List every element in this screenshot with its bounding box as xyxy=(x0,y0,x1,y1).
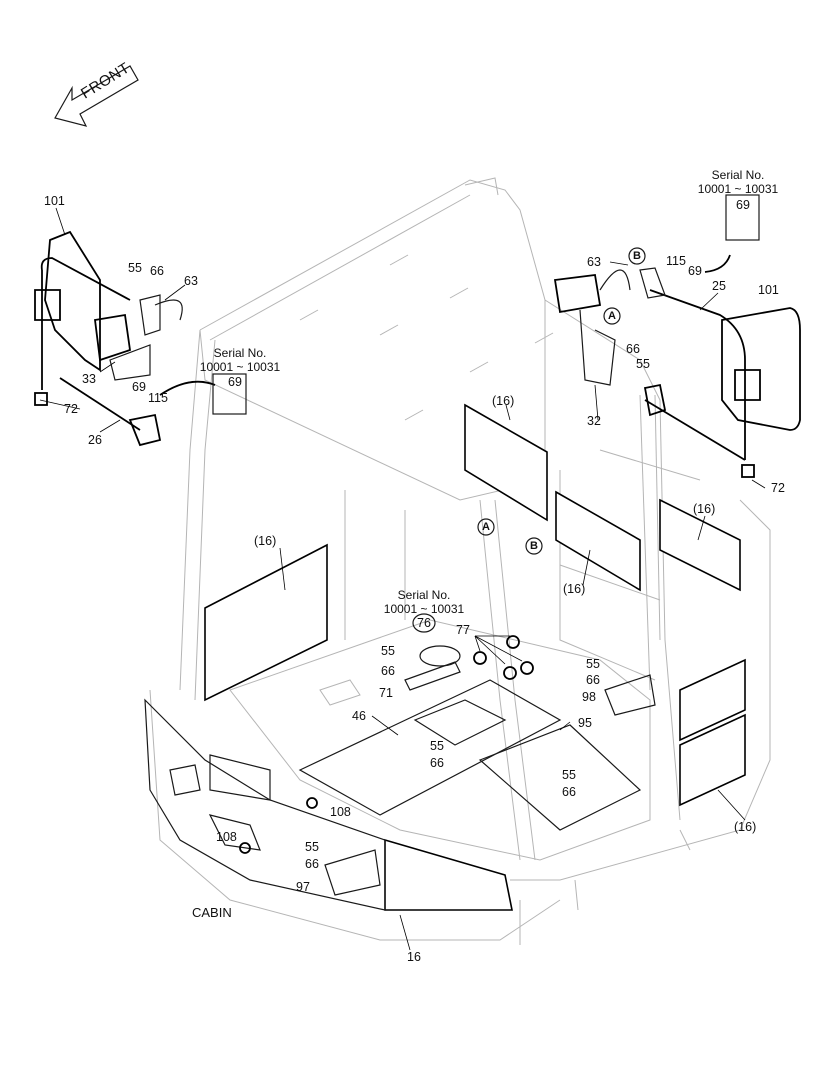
callout-46: 46 xyxy=(352,709,366,723)
callout-55: 55 xyxy=(128,261,142,275)
serial-range: 10001 ~ 10031 xyxy=(383,602,465,616)
callout-26: 26 xyxy=(88,433,102,447)
callout-leaders xyxy=(39,207,766,951)
cabin-roof-outline xyxy=(199,177,554,501)
right-mirror-assembly xyxy=(553,267,801,478)
callout-63: 63 xyxy=(587,255,601,269)
callout-69: 69 xyxy=(688,264,702,278)
callout-66: 66 xyxy=(305,857,319,871)
callout-101: 101 xyxy=(758,283,779,297)
callout-115: 115 xyxy=(148,391,168,405)
callout-55: 55 xyxy=(636,357,650,371)
callout-16-ref: (16) xyxy=(693,502,716,516)
callout-69: 69 xyxy=(132,380,146,394)
callout-98: 98 xyxy=(582,690,596,704)
glass-panels xyxy=(204,403,746,911)
callout-66: 66 xyxy=(381,664,395,678)
callout-55: 55 xyxy=(381,644,395,658)
callout-16-ref: (16) xyxy=(563,582,586,596)
callout-97: 97 xyxy=(296,880,310,894)
callout-66: 66 xyxy=(562,785,576,799)
marker-a: A xyxy=(608,310,616,322)
callout-55: 55 xyxy=(586,657,600,671)
callout-108: 108 xyxy=(216,830,237,844)
callout-16-ref: (16) xyxy=(254,534,277,548)
callout-55: 55 xyxy=(562,768,576,782)
left-mirror-assembly xyxy=(34,230,183,447)
callout-32: 32 xyxy=(587,414,601,428)
callout-72: 72 xyxy=(64,402,78,416)
callout-16-ref: (16) xyxy=(492,394,515,408)
callout-55: 55 xyxy=(430,739,444,753)
callout-108: 108 xyxy=(330,805,351,819)
floor-hardware xyxy=(239,635,534,854)
callout-66: 66 xyxy=(586,673,600,687)
floor-plates xyxy=(298,661,656,896)
callout-69-left-serial: 69 xyxy=(228,375,242,389)
callout-72: 72 xyxy=(771,481,785,495)
cabin-floor-outline xyxy=(229,619,651,861)
cabin-frame-outline xyxy=(149,299,771,945)
marker-a: A xyxy=(482,521,490,533)
serial-range: 10001 ~ 10031 xyxy=(199,360,281,374)
callout-71: 71 xyxy=(379,686,393,700)
callout-115: 115 xyxy=(666,254,686,268)
callout-66: 66 xyxy=(626,342,640,356)
view-markers xyxy=(412,247,646,633)
serial-note-left: Serial No. 10001 ~ 10031 xyxy=(200,346,280,374)
callout-69-right-serial: 69 xyxy=(736,198,750,212)
serial-title: Serial No. xyxy=(711,168,765,182)
serial-note-floor: Serial No. 10001 ~ 10031 xyxy=(384,588,464,616)
callout-16-ref: (16) xyxy=(734,820,757,834)
callout-95: 95 xyxy=(578,716,592,730)
callout-33: 33 xyxy=(82,372,96,386)
serial-title: Serial No. xyxy=(397,588,451,602)
serial-note-right: Serial No. 10001 ~ 10031 xyxy=(698,168,778,196)
front-lower-panel xyxy=(144,698,386,911)
serial-range: 10001 ~ 10031 xyxy=(697,182,779,196)
callout-55: 55 xyxy=(305,840,319,854)
callout-16: 16 xyxy=(407,950,421,964)
callout-101: 101 xyxy=(44,194,65,208)
callout-66: 66 xyxy=(430,756,444,770)
callout-66: 66 xyxy=(150,264,164,278)
marker-b: B xyxy=(530,540,538,552)
serial-boxes xyxy=(212,194,760,415)
serial-title: Serial No. xyxy=(213,346,267,360)
assembly-label: CABIN xyxy=(192,905,232,920)
marker-b: B xyxy=(633,250,641,262)
callout-25: 25 xyxy=(712,279,726,293)
callout-63: 63 xyxy=(184,274,198,288)
callout-76: 76 xyxy=(417,616,431,630)
front-arrow-icon xyxy=(54,65,139,127)
callout-77: 77 xyxy=(456,623,470,637)
